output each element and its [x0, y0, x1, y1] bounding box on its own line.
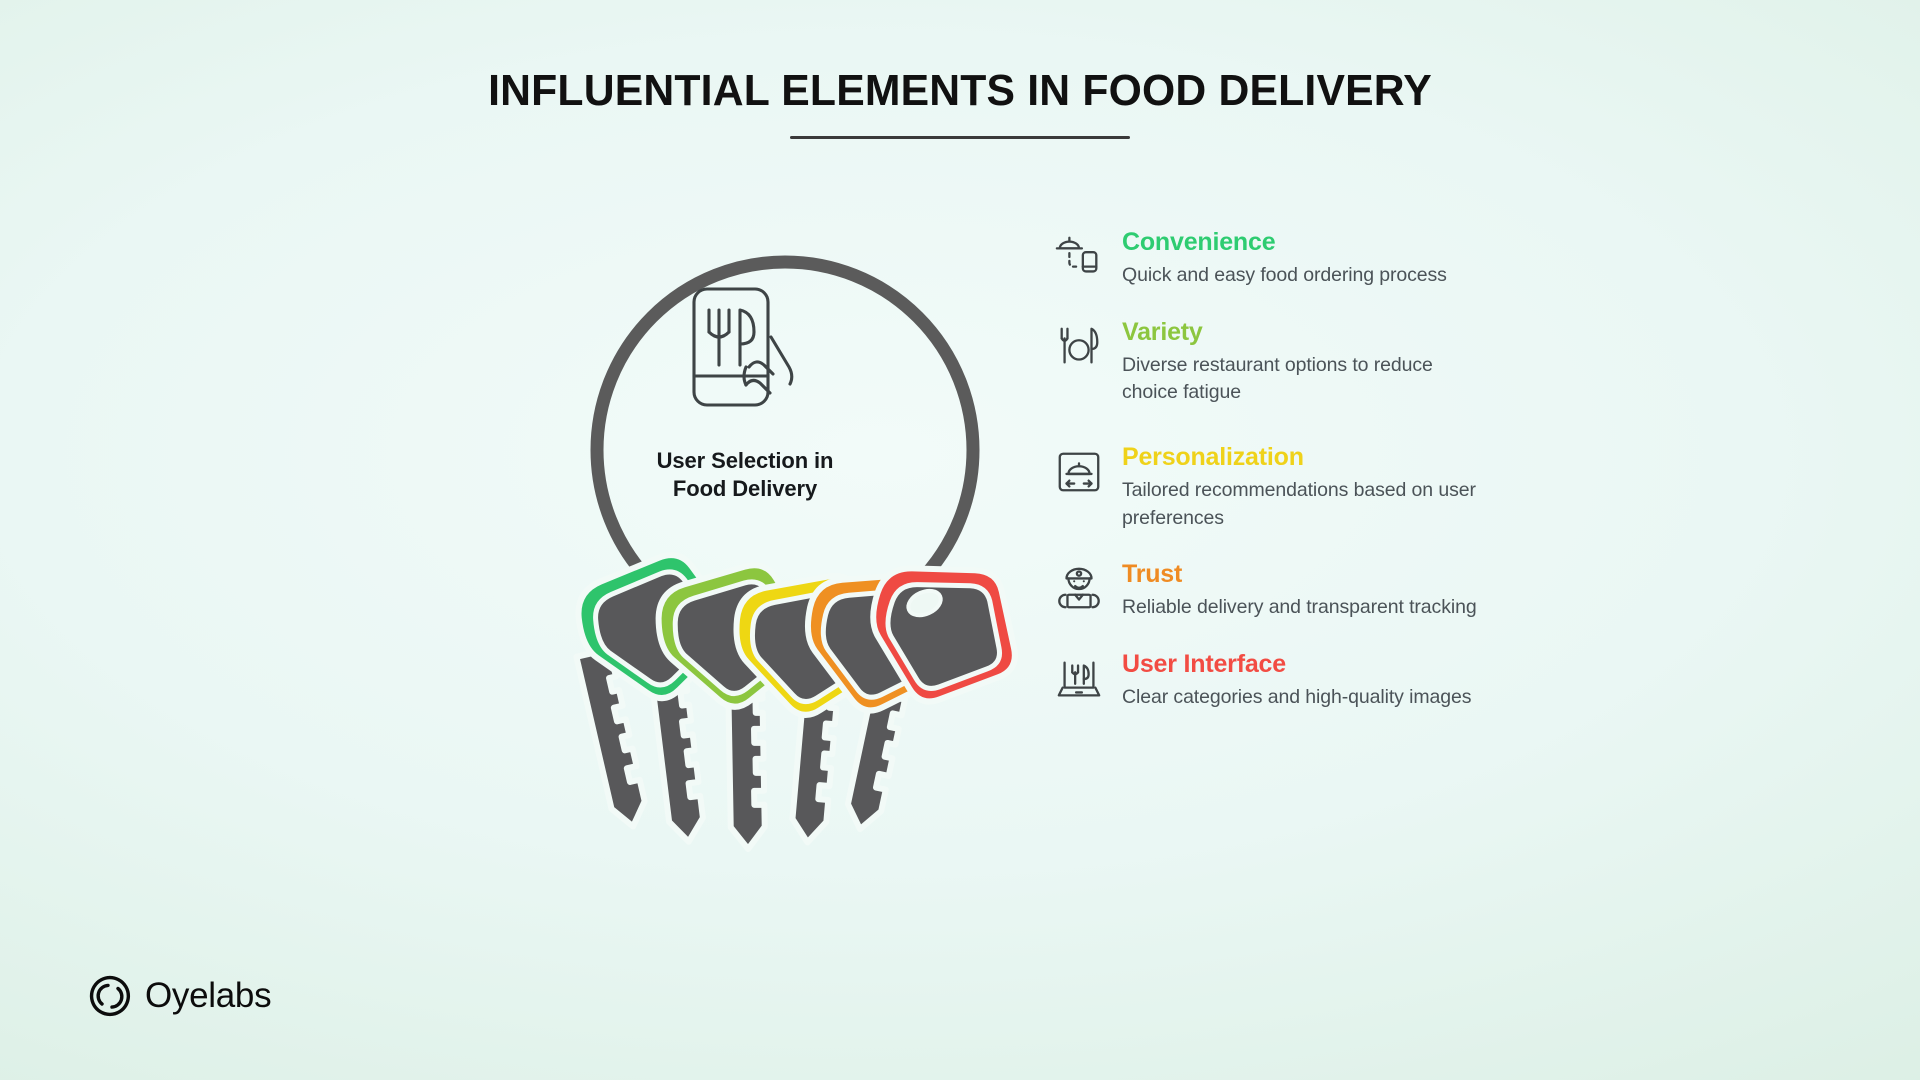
- page-title: INFLUENTIAL ELEMENTS IN FOOD DELIVERY: [488, 66, 1432, 115]
- list-item-title: Variety: [1122, 317, 1203, 346]
- list-item-title: Convenience: [1122, 228, 1276, 256]
- brand-logo[interactable]: Oyelabs: [88, 974, 272, 1018]
- list-item-description: Diverse restaurant options to reduce cho…: [1122, 353, 1433, 404]
- elements-list: Convenience Quick and easy food ordering…: [1048, 228, 1488, 712]
- list-item-description: Quick and easy food ordering process: [1122, 264, 1447, 286]
- laptop-cutlery-icon: [1048, 650, 1110, 708]
- list-item-user-interface[interactable]: User Interface Clear categories and high…: [1048, 650, 1488, 712]
- list-item-convenience[interactable]: Convenience Quick and easy food ordering…: [1048, 228, 1488, 290]
- brand-name: Oyelabs: [145, 976, 272, 1015]
- cloche-in-frame-arrows-icon: [1048, 443, 1110, 501]
- keyring-illustration: User Selection in Food Delivery: [540, 215, 1020, 975]
- keyring-five-keys-icon: [540, 552, 1018, 975]
- list-item-personalization[interactable]: Personalization Tailored recommendations…: [1048, 443, 1488, 532]
- page-header: INFLUENTIAL ELEMENTS IN FOOD DELIVERY: [0, 66, 1920, 139]
- list-item-description: Tailored recommendations based on user p…: [1122, 479, 1476, 529]
- list-item-description: Clear categories and high-quality images: [1122, 686, 1472, 709]
- list-item-trust[interactable]: Trust Reliable delivery and transparent …: [1048, 560, 1488, 622]
- center-caption-line2: Food Delivery: [672, 476, 818, 502]
- food-cloche-phone-icon: [1048, 228, 1110, 286]
- keys-graphic: [540, 545, 1020, 975]
- list-item-title: User Interface: [1122, 650, 1286, 679]
- list-item-description: Reliable delivery and transparent tracki…: [1122, 596, 1477, 619]
- center-caption-line1: User Selection in: [656, 448, 834, 473]
- phone-food-order-icon: [676, 277, 816, 417]
- fork-plate-knife-icon: [1048, 318, 1110, 376]
- list-item-title: Personalization: [1122, 443, 1304, 472]
- title-underline: [790, 136, 1130, 139]
- center-caption: User Selection in Food Delivery: [540, 447, 950, 503]
- list-item-variety[interactable]: Variety Diverse restaurant options to re…: [1048, 318, 1488, 407]
- delivery-person-box-icon: [1048, 560, 1110, 618]
- oyelabs-swirl-icon: [88, 974, 132, 1018]
- list-item-title: Trust: [1122, 560, 1183, 589]
